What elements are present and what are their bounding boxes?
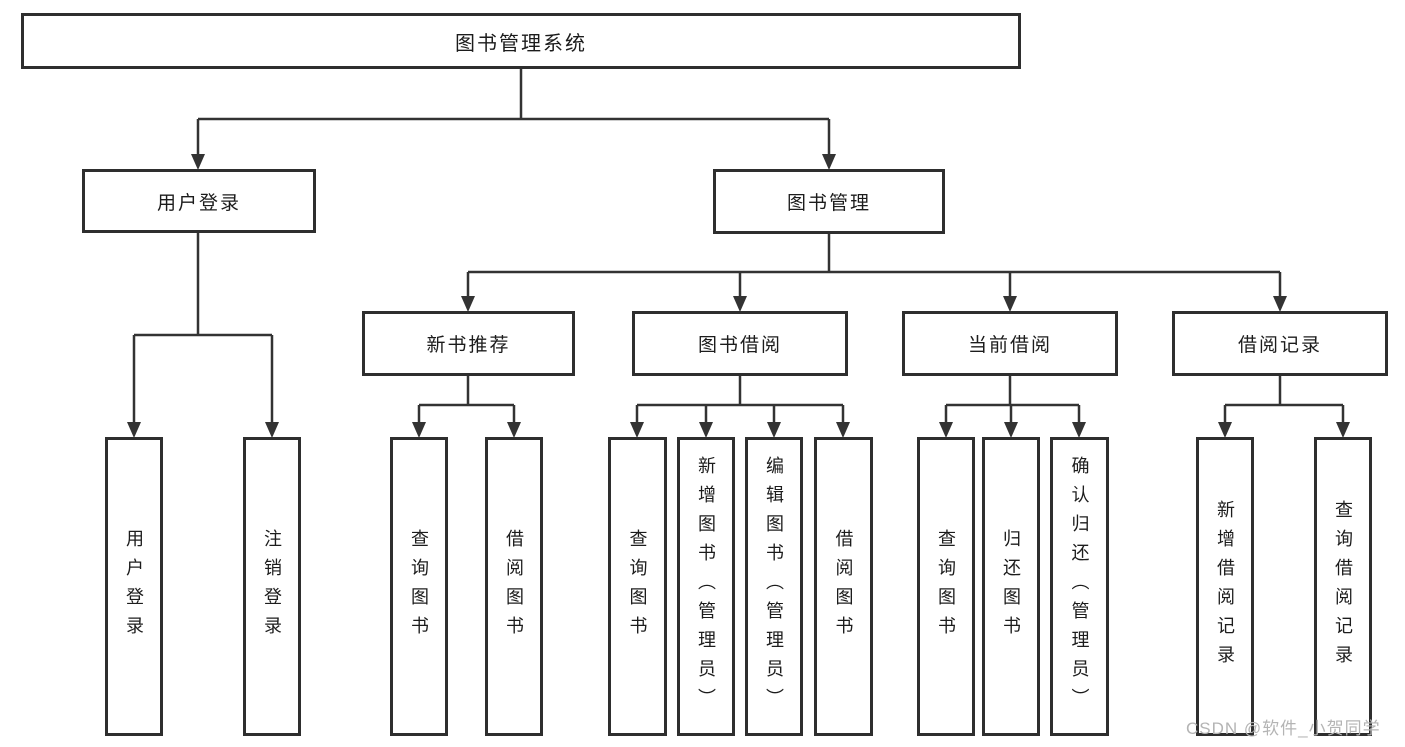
leaf-add-borrow-record: 新增借阅记录 bbox=[1196, 437, 1254, 736]
node-user-login: 用户登录 bbox=[82, 169, 316, 233]
node-new-book-recommend: 新书推荐 bbox=[362, 311, 575, 376]
leaf-confirm-return-admin-label: 确认归还（管理员） bbox=[1069, 456, 1090, 717]
leaf-query-book-current: 查询图书 bbox=[917, 437, 975, 736]
leaf-confirm-return-admin: 确认归还（管理员） bbox=[1050, 437, 1109, 736]
leaf-query-book-current-label: 查询图书 bbox=[936, 528, 956, 645]
leaf-logout: 注销登录 bbox=[243, 437, 301, 736]
leaf-query-book-borrow-label: 查询图书 bbox=[627, 528, 648, 645]
leaf-return-book: 归还图书 bbox=[982, 437, 1040, 736]
node-book-management-label: 图书管理 bbox=[786, 193, 871, 214]
leaf-user-login: 用户登录 bbox=[105, 437, 163, 736]
leaf-edit-book-admin: 编辑图书（管理员） bbox=[745, 437, 803, 736]
leaf-query-borrow-record-label: 查询借阅记录 bbox=[1333, 499, 1353, 674]
node-book-management: 图书管理 bbox=[713, 169, 945, 234]
leaf-query-borrow-record: 查询借阅记录 bbox=[1314, 437, 1372, 736]
node-root: 图书管理系统 bbox=[21, 13, 1021, 69]
node-root-label: 图书管理系统 bbox=[455, 32, 587, 55]
node-book-borrow: 图书借阅 bbox=[632, 311, 848, 376]
node-book-borrow-label: 图书借阅 bbox=[697, 335, 782, 356]
leaf-borrow-book-label: 借阅图书 bbox=[833, 528, 854, 645]
node-borrow-records-label: 借阅记录 bbox=[1237, 335, 1322, 356]
leaf-user-login-label: 用户登录 bbox=[124, 528, 144, 645]
leaf-query-book-borrow: 查询图书 bbox=[608, 437, 667, 736]
leaf-add-book-admin: 新增图书（管理员） bbox=[677, 437, 735, 736]
csdn-watermark: CSDN @软件_小贺同学 bbox=[1186, 719, 1381, 738]
leaf-edit-book-admin-label: 编辑图书（管理员） bbox=[764, 456, 784, 717]
leaf-logout-label: 注销登录 bbox=[262, 528, 282, 645]
arrowheads bbox=[127, 154, 1350, 438]
leaf-borrow-book-recommend-label: 借阅图书 bbox=[504, 528, 524, 645]
node-borrow-records: 借阅记录 bbox=[1172, 311, 1388, 376]
connector-paths bbox=[132, 68, 1345, 424]
leaf-borrow-book: 借阅图书 bbox=[814, 437, 873, 736]
leaf-add-book-admin-label: 新增图书（管理员） bbox=[696, 456, 716, 717]
leaf-borrow-book-recommend: 借阅图书 bbox=[485, 437, 543, 736]
node-user-login-label: 用户登录 bbox=[156, 192, 241, 214]
node-current-borrow: 当前借阅 bbox=[902, 311, 1118, 376]
leaf-query-book-recommend-label: 查询图书 bbox=[409, 528, 429, 645]
leaf-add-borrow-record-label: 新增借阅记录 bbox=[1215, 499, 1235, 674]
node-new-book-recommend-label: 新书推荐 bbox=[426, 335, 511, 356]
leaf-query-book-recommend: 查询图书 bbox=[390, 437, 448, 736]
leaf-return-book-label: 归还图书 bbox=[1001, 528, 1021, 645]
node-current-borrow-label: 当前借阅 bbox=[967, 335, 1052, 356]
